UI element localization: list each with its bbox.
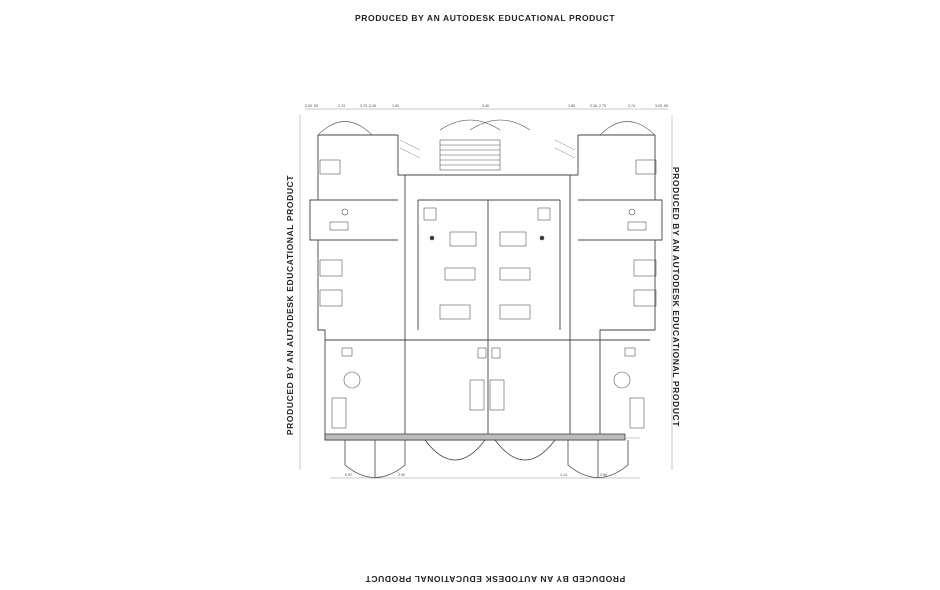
svg-text:3.00 .50: 3.00 .50	[655, 104, 668, 108]
building-outline	[309, 134, 663, 441]
svg-text:3.00 .50: 3.00 .50	[305, 104, 318, 108]
dimension-lines	[299, 108, 673, 479]
svg-text:2.90: 2.90	[398, 473, 405, 477]
bottom-bay-windows	[324, 433, 629, 478]
svg-text:1.90: 1.90	[392, 104, 399, 108]
furniture-left	[319, 159, 361, 429]
watermark-top: PRODUCED BY AN AUTODESK EDUCATIONAL PROD…	[355, 13, 616, 23]
svg-text:0.97: 0.97	[345, 473, 352, 477]
svg-text:3.40: 3.40	[482, 104, 489, 108]
svg-text:1.14: 1.14	[560, 473, 567, 477]
furniture-right	[613, 159, 657, 429]
svg-text:1.80: 1.80	[568, 104, 575, 108]
svg-text:2.70 .2.16: 2.70 .2.16	[360, 104, 376, 108]
svg-text:2.90: 2.90	[600, 473, 607, 477]
svg-text:2.74: 2.74	[338, 104, 345, 108]
furniture-center	[423, 207, 551, 411]
dimension-text: 3.00 .50 2.74 2.70 .2.16 1.90 3.40 1.80 …	[305, 104, 668, 477]
svg-text:2.16 .2.70: 2.16 .2.70	[590, 104, 606, 108]
stairs	[399, 139, 576, 159]
svg-text:2.74: 2.74	[628, 104, 635, 108]
top-bay-windows	[317, 119, 656, 171]
